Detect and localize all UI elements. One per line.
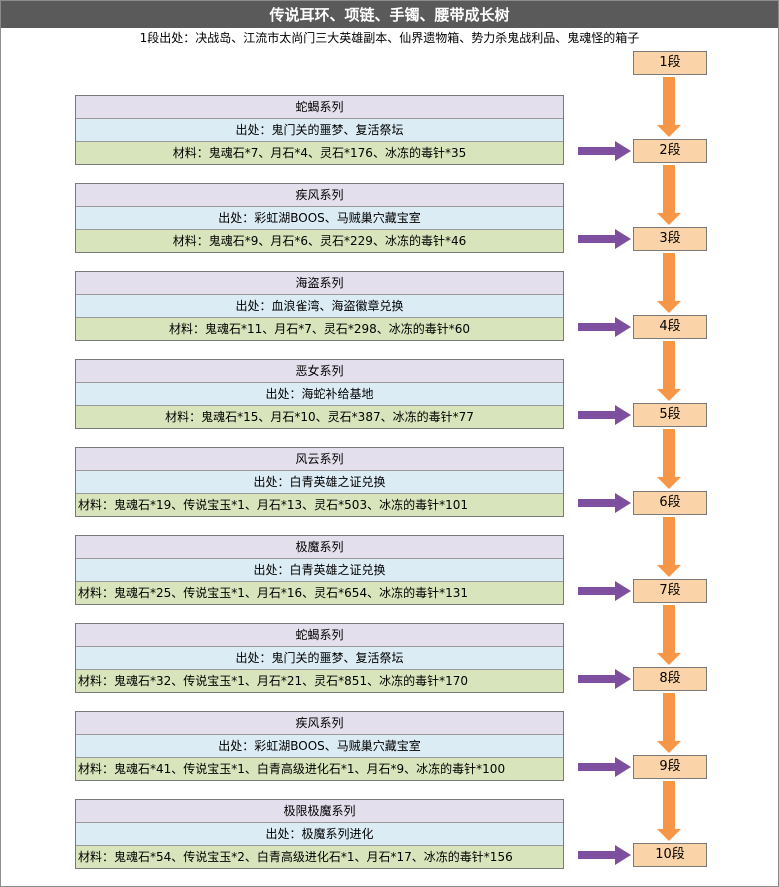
- down-arrow-icon: [657, 429, 681, 489]
- series-block: 疾风系列出处：彩虹湖BOOS、马贼巢穴藏宝室材料：鬼魂石*9、月石*6、灵石*2…: [75, 183, 564, 253]
- stage-box: 10段: [633, 843, 707, 867]
- stage-box: 7段: [633, 579, 707, 603]
- page-title: 传说耳环、项链、手镯、腰带成长树: [1, 1, 778, 28]
- subtitle: 1段出处：决战岛、江流市太尚门三大英雄副本、仙界遗物箱、势力杀鬼战利品、鬼魂怪的…: [139, 31, 640, 45]
- stage-box: 6段: [633, 491, 707, 515]
- down-arrow-icon: [657, 517, 681, 577]
- series-block: 极魔系列出处：白青英雄之证兑换材料：鬼魂石*25、传说宝玉*1、月石*16、灵石…: [75, 535, 564, 605]
- series-name: 疾风系列: [76, 184, 563, 207]
- series-block: 疾风系列出处：彩虹湖BOOS、马贼巢穴藏宝室材料：鬼魂石*41、传说宝玉*1、白…: [75, 711, 564, 781]
- series-materials: 材料：鬼魂石*15、月石*10、灵石*387、冰冻的毒针*77: [76, 406, 563, 428]
- down-arrow-icon: [657, 253, 681, 313]
- right-arrow-icon: [578, 229, 631, 249]
- stage-box: 3段: [633, 227, 707, 251]
- series-source: 出处：海蛇补给基地: [76, 383, 563, 406]
- series-block: 极限极魔系列出处：极魔系列进化材料：鬼魂石*54、传说宝玉*2、白青高级进化石*…: [75, 799, 564, 869]
- series-name: 极魔系列: [76, 536, 563, 559]
- stage-box: 5段: [633, 403, 707, 427]
- series-name: 海盗系列: [76, 272, 563, 295]
- series-name: 疾风系列: [76, 712, 563, 735]
- down-arrow-icon: [657, 165, 681, 225]
- series-source: 出处：白青英雄之证兑换: [76, 559, 563, 582]
- series-materials: 材料：鬼魂石*11、月石*7、灵石*298、冰冻的毒针*60: [76, 318, 563, 340]
- right-arrow-icon: [578, 405, 631, 425]
- stage-box: 9段: [633, 755, 707, 779]
- stage-box: 4段: [633, 315, 707, 339]
- series-materials: 材料：鬼魂石*7、月石*4、灵石*176、冰冻的毒针*35: [76, 142, 563, 164]
- series-materials: 材料：鬼魂石*41、传说宝玉*1、白青高级进化石*1、月石*9、冰冻的毒针*10…: [76, 758, 563, 780]
- series-block: 海盗系列出处：血浪雀湾、海盗徽章兑换材料：鬼魂石*11、月石*7、灵石*298、…: [75, 271, 564, 341]
- right-arrow-icon: [578, 845, 631, 865]
- series-block: 蛇蝎系列出处：鬼门关的噩梦、复活祭坛材料：鬼魂石*7、月石*4、灵石*176、冰…: [75, 95, 564, 165]
- down-arrow-icon: [657, 605, 681, 665]
- series-materials: 材料：鬼魂石*54、传说宝玉*2、白青高级进化石*1、月石*17、冰冻的毒针*1…: [76, 846, 563, 868]
- series-block: 蛇蝎系列出处：鬼门关的噩梦、复活祭坛材料：鬼魂石*32、传说宝玉*1、月石*21…: [75, 623, 564, 693]
- series-source: 出处：鬼门关的噩梦、复活祭坛: [76, 119, 563, 142]
- series-source: 出处：鬼门关的噩梦、复活祭坛: [76, 647, 563, 670]
- stage-box: 2段: [633, 139, 707, 163]
- right-arrow-icon: [578, 669, 631, 689]
- right-arrow-icon: [578, 757, 631, 777]
- series-source: 出处：白青英雄之证兑换: [76, 471, 563, 494]
- series-source: 出处：血浪雀湾、海盗徽章兑换: [76, 295, 563, 318]
- down-arrow-icon: [657, 77, 681, 137]
- series-source: 出处：彩虹湖BOOS、马贼巢穴藏宝室: [76, 735, 563, 758]
- right-arrow-icon: [578, 141, 631, 161]
- stage-box: 8段: [633, 667, 707, 691]
- series-name: 蛇蝎系列: [76, 96, 563, 119]
- stage-box: 1段: [633, 51, 707, 75]
- down-arrow-icon: [657, 781, 681, 841]
- right-arrow-icon: [578, 581, 631, 601]
- series-block: 恶女系列出处：海蛇补给基地材料：鬼魂石*15、月石*10、灵石*387、冰冻的毒…: [75, 359, 564, 429]
- series-source: 出处：彩虹湖BOOS、马贼巢穴藏宝室: [76, 207, 563, 230]
- down-arrow-icon: [657, 341, 681, 401]
- right-arrow-icon: [578, 493, 631, 513]
- series-name: 恶女系列: [76, 360, 563, 383]
- series-materials: 材料：鬼魂石*9、月石*6、灵石*229、冰冻的毒针*46: [76, 230, 563, 252]
- right-arrow-icon: [578, 317, 631, 337]
- series-materials: 材料：鬼魂石*19、传说宝玉*1、月石*13、灵石*503、冰冻的毒针*101: [76, 494, 563, 516]
- series-source: 出处：极魔系列进化: [76, 823, 563, 846]
- series-name: 风云系列: [76, 448, 563, 471]
- series-materials: 材料：鬼魂石*32、传说宝玉*1、月石*21、灵石*851、冰冻的毒针*170: [76, 670, 563, 692]
- series-name: 极限极魔系列: [76, 800, 563, 823]
- series-name: 蛇蝎系列: [76, 624, 563, 647]
- series-materials: 材料：鬼魂石*25、传说宝玉*1、月石*16、灵石*654、冰冻的毒针*131: [76, 582, 563, 604]
- series-block: 风云系列出处：白青英雄之证兑换材料：鬼魂石*19、传说宝玉*1、月石*13、灵石…: [75, 447, 564, 517]
- down-arrow-icon: [657, 693, 681, 753]
